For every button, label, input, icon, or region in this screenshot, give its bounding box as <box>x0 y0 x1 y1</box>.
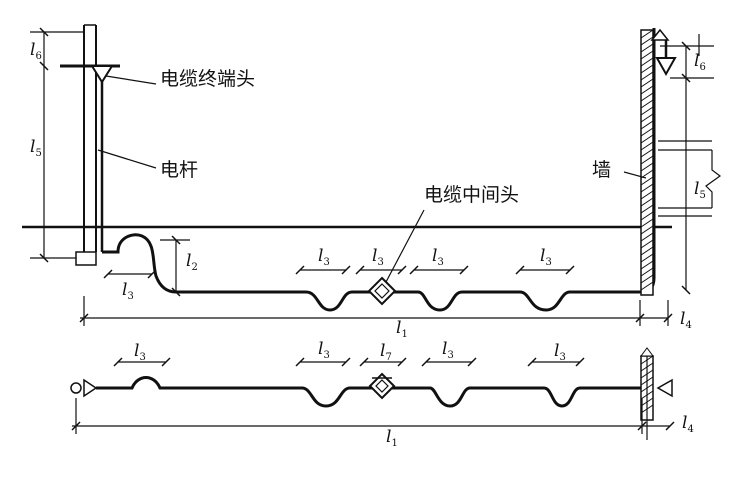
dim-l4-lower: l4 <box>682 413 694 435</box>
cable-route-upper <box>102 28 656 312</box>
dim-l5-left: l5 <box>30 137 42 159</box>
wall-hatch-line <box>640 141 654 151</box>
left-dimension-lines <box>30 31 190 292</box>
dim-l3-upper-3: l3 <box>372 246 384 268</box>
wall-hatch-line <box>640 218 654 228</box>
dim-l1-lower: l1 <box>386 427 398 449</box>
terminal-head-label: 电缆终端头 <box>160 68 255 90</box>
wall <box>640 29 654 296</box>
l3-dims-upper <box>108 269 570 275</box>
pole-plan-icon <box>70 382 82 394</box>
terminal-head-icon <box>90 65 114 84</box>
dim-l7-lower: l7 <box>380 341 392 363</box>
l1-dim-upper <box>80 296 669 326</box>
pole-base <box>75 251 97 266</box>
wall-hatch-line <box>640 43 654 53</box>
dim-l3-lower-2: l3 <box>318 339 330 361</box>
dim-l3-lower-1: l3 <box>134 341 146 363</box>
dim-l3-upper-5: l3 <box>540 246 552 268</box>
wall-hatch-line <box>640 260 654 270</box>
wall-hatch-line <box>640 120 654 130</box>
dim-l3-upper-2: l3 <box>318 246 330 268</box>
wall-hatch-line <box>640 274 654 284</box>
dim-l3-lower-3: l3 <box>442 339 454 361</box>
wall-plan <box>640 347 654 440</box>
label-leaders <box>97 75 647 283</box>
wall-hatch-line <box>640 162 654 172</box>
wall-hatch-line <box>640 176 654 186</box>
wall-hatch-line <box>640 232 654 242</box>
cable-middle-joint-upper <box>367 276 397 306</box>
l3-ticks-upper <box>103 265 575 279</box>
wall-hatch-line <box>640 267 654 277</box>
wall-hatch-line <box>640 113 654 123</box>
dim-l3-lower-4: l3 <box>554 341 566 363</box>
wall-hatch-line <box>640 148 654 158</box>
terminal-head-wall-icon <box>655 57 677 77</box>
dim-l6-right: l6 <box>694 51 706 73</box>
dim-l3-upper-4: l3 <box>432 246 444 268</box>
cable-middle-joint-lower <box>368 372 396 400</box>
middle-joint-label: 电缆中间头 <box>424 184 519 206</box>
wall-hatch-line <box>640 183 654 193</box>
right-dimension-lines <box>658 34 722 290</box>
wall-hatch-line <box>640 85 654 95</box>
wall-hatch-line <box>640 57 654 67</box>
wall-hatch-line <box>640 64 654 74</box>
terminal-plan-icon <box>83 378 98 398</box>
wall-hatch-line <box>640 211 654 221</box>
pole-label: 电杆 <box>160 159 198 181</box>
dims-lower <box>72 361 670 434</box>
wall-hatch-line <box>640 197 654 207</box>
wall-hatch-line <box>640 239 654 249</box>
wall-label: 墙 <box>592 159 611 181</box>
wall-hatch-line <box>640 127 654 137</box>
wall-top-arrow-icon <box>650 28 670 41</box>
cable-route-lower <box>96 376 642 408</box>
wall-hatch-line <box>640 134 654 144</box>
wall-hatch-line <box>640 29 654 39</box>
wall-hatch-line <box>640 36 654 46</box>
dim-l6-left: l6 <box>30 40 42 62</box>
wall-hatch-line <box>640 155 654 165</box>
dim-l5-right: l5 <box>694 179 706 201</box>
wall-hatch-line <box>640 253 654 263</box>
wall-hatch-line <box>640 204 654 214</box>
wall-hatch-line <box>640 99 654 109</box>
wall-hatch-line <box>640 71 654 81</box>
wall-hatch-line <box>640 281 654 291</box>
wall-hatch-line <box>640 50 654 60</box>
wall-hatch-line <box>640 78 654 88</box>
dimension-ticks <box>39 27 691 297</box>
dim-l1-upper: l1 <box>396 318 408 340</box>
terminal-wall-plan-icon <box>656 378 673 398</box>
wall-hatch-line <box>640 106 654 116</box>
wall-hatch-line <box>640 246 654 256</box>
wall-hatch-line <box>640 92 654 102</box>
wall-hatch-line <box>640 190 654 200</box>
dim-l3-upper-1: l3 <box>122 280 134 302</box>
utility-pole <box>60 24 120 266</box>
dim-l2: l2 <box>186 251 198 273</box>
dim-l4-upper: l4 <box>680 309 692 331</box>
wall-hatch-line <box>640 225 654 235</box>
